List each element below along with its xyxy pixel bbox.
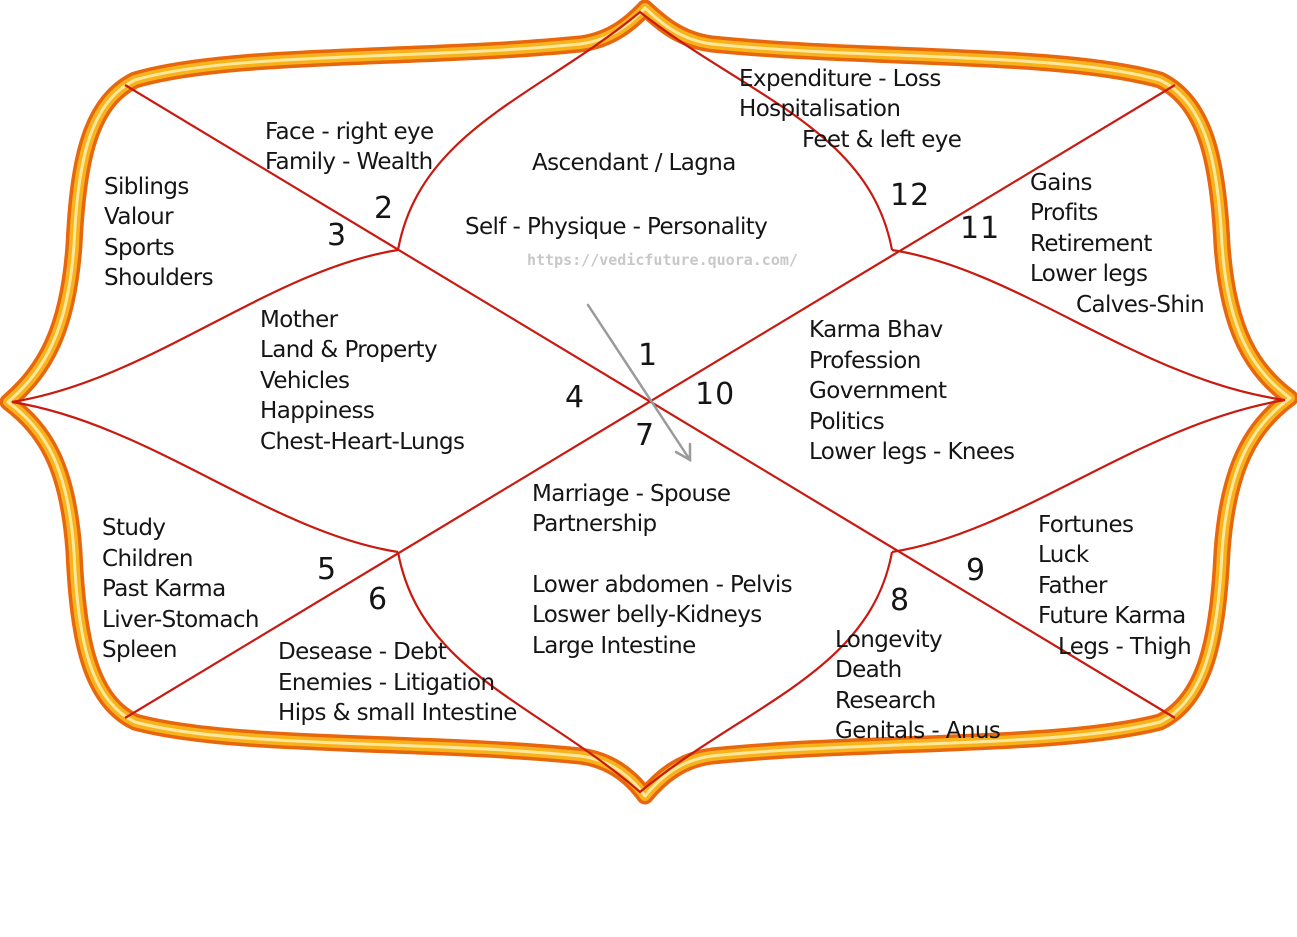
house-4-line-1: Mother <box>260 307 339 333</box>
frame-core-stroke <box>6 6 1292 798</box>
house-12-line-2: Hospitalisation <box>739 96 900 122</box>
house-3-line-3: Sports <box>104 235 174 261</box>
house-number-10: 10 <box>695 377 735 412</box>
house-10-line-1: Karma Bhav <box>809 317 943 343</box>
house-5-line-5: Spleen <box>102 637 177 663</box>
house-2-line-1: Face - right eye <box>265 119 434 145</box>
house-number-12: 12 <box>890 178 930 213</box>
house-8-line-2: Death <box>835 657 902 683</box>
house-number-1: 1 <box>638 338 658 373</box>
house-number-8: 8 <box>890 583 910 618</box>
house-11-line-4: Lower legs <box>1030 261 1147 287</box>
house-11-line-3: Retirement <box>1030 231 1152 257</box>
watermark-url: https://vedicfuture.quora.com/ <box>527 251 798 269</box>
house-8-line-3: Research <box>835 688 936 714</box>
house-number-4: 4 <box>565 380 585 415</box>
house-12-line-1: Expenditure - Loss <box>739 66 941 92</box>
petal-curve-right <box>891 248 1286 554</box>
house-3-line-2: Valour <box>104 204 174 230</box>
house-number-5: 5 <box>317 552 337 587</box>
house-6-line-3: Hips & small Intestine <box>278 700 517 726</box>
house-number-9: 9 <box>966 553 986 588</box>
house-9-line-3: Father <box>1038 573 1108 599</box>
house-numbers: 1 2 3 4 5 6 7 8 9 10 11 12 <box>317 178 1000 618</box>
ornamental-frame <box>0 0 1297 805</box>
house-number-6: 6 <box>368 582 388 617</box>
house-6-line-2: Enemies - Litigation <box>278 670 494 696</box>
house-10-line-3: Government <box>809 378 947 404</box>
house-9-line-2: Luck <box>1038 542 1090 568</box>
house-7-line-2: Partnership <box>532 511 657 537</box>
petal-curve-bottom <box>396 551 894 794</box>
house-11-line-5: Calves-Shin <box>1076 292 1204 318</box>
house-9-line-1: Fortunes <box>1038 512 1133 538</box>
house-1-line-2: Self - Physique - Personality <box>465 214 767 240</box>
house-7-line-5: Loswer belly-Kidneys <box>532 602 762 628</box>
house-number-11: 11 <box>960 211 1000 246</box>
house-7-line-6: Large Intestine <box>532 633 696 659</box>
arrow-icon <box>586 303 692 463</box>
house-8-line-4: Genitals - Anus <box>835 718 1000 744</box>
house-11-line-1: Gains <box>1030 170 1092 196</box>
house-12-line-3: Feet & left eye <box>802 127 961 153</box>
house-divider-lines <box>11 10 1286 794</box>
house-10-line-4: Politics <box>809 409 884 435</box>
house-5-line-1: Study <box>102 515 165 541</box>
house-10-line-5: Lower legs - Knees <box>809 439 1014 465</box>
diagonal-bottom-left-to-top-right <box>124 84 1176 719</box>
house-4-line-2: Land & Property <box>260 337 437 363</box>
house-texts: Ascendant / Lagna Self - Physique - Pers… <box>102 66 1205 744</box>
house-8-line-1: Longevity <box>835 627 942 653</box>
house-10-line-2: Profession <box>809 348 921 374</box>
house-3-line-4: Shoulders <box>104 265 213 291</box>
house-number-7: 7 <box>635 418 655 453</box>
petal-curve-top <box>396 10 894 251</box>
house-1-line-1: Ascendant / Lagna <box>532 150 736 176</box>
house-number-3: 3 <box>327 218 347 253</box>
house-11-line-2: Profits <box>1030 200 1098 226</box>
house-5-line-2: Children <box>102 546 193 572</box>
house-4-line-5: Chest-Heart-Lungs <box>260 429 464 455</box>
house-3-line-1: Siblings <box>104 174 189 200</box>
house-number-2: 2 <box>374 191 394 226</box>
house-9-line-5: Legs - Thigh <box>1058 634 1191 660</box>
house-4-line-4: Happiness <box>260 398 374 424</box>
house-5-line-3: Past Karma <box>102 576 226 602</box>
house-4-line-3: Vehicles <box>260 368 349 394</box>
house-7-line-4: Lower abdomen - Pelvis <box>532 572 792 598</box>
petal-curve-left <box>11 248 399 554</box>
house-9-line-4: Future Karma <box>1038 603 1186 629</box>
house-2-line-2: Family - Wealth <box>265 149 433 175</box>
house-5-line-4: Liver-Stomach <box>102 607 259 633</box>
house-6-line-1: Desease - Debt <box>278 639 447 665</box>
house-7-line-1: Marriage - Spouse <box>532 481 730 507</box>
